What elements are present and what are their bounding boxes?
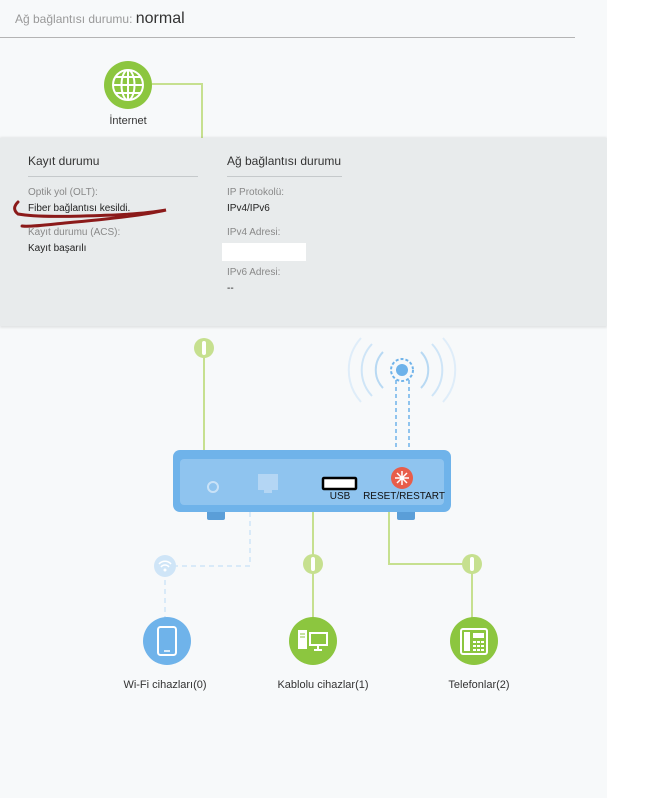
reset-restart-label: RESET/RESTART xyxy=(363,491,445,502)
phones-icon[interactable] xyxy=(450,617,498,665)
phones-label[interactable]: Telefonlar(2) xyxy=(448,679,510,691)
connection-status-value: normal xyxy=(135,10,185,27)
globe-icon xyxy=(112,69,144,101)
top-bar: Ağ bağlantısı durumu: normal İnternet xyxy=(0,0,607,138)
internet-label: İnternet xyxy=(109,115,147,127)
divider xyxy=(227,176,342,177)
desktop-icon xyxy=(298,630,328,651)
tablet-icon xyxy=(157,626,177,656)
olt-label: Optik yol (OLT): xyxy=(28,187,98,198)
ipv6-value: -- xyxy=(227,283,234,294)
info-panel: Kayıt durumu Optik yol (OLT): Fiber bağl… xyxy=(0,138,607,326)
acs-value: Kayıt başarılı xyxy=(28,243,87,254)
optical-port-connector xyxy=(194,338,214,454)
ipv6-label: IPv6 Adresi: xyxy=(227,267,281,278)
reset-restart-button[interactable] xyxy=(391,467,413,489)
wifi-devices-icon[interactable] xyxy=(143,617,191,665)
ipv4-label: IPv4 Adresi: xyxy=(227,227,281,238)
connection-status-label: Ağ bağlantısı durumu: xyxy=(15,12,133,26)
olt-value: Fiber bağlantısı kesildi. xyxy=(28,203,131,214)
telephone-icon xyxy=(460,628,488,655)
wifi-antenna xyxy=(347,337,457,451)
registration-title: Kayıt durumu xyxy=(28,154,100,168)
internet-connector xyxy=(152,83,203,138)
redacted-ipv4-value xyxy=(222,243,306,261)
usb-label: USB xyxy=(329,491,351,502)
ip-protocol-label: IP Protokolü: xyxy=(227,187,285,198)
network-status-title: Ağ bağlantısı durumu xyxy=(227,154,342,168)
wifi-devices-connector xyxy=(154,512,251,626)
usb-port[interactable] xyxy=(321,476,358,491)
divider xyxy=(0,37,575,38)
internet-globe-icon[interactable] xyxy=(104,61,152,109)
page: Ağ bağlantısı durumu: normal İnternet Ka… xyxy=(0,0,607,691)
network-diagram xyxy=(143,337,498,665)
router-body xyxy=(173,450,451,520)
divider xyxy=(28,176,198,177)
annotation-underline xyxy=(13,200,167,228)
wifi-devices-label[interactable]: Wi-Fi cihazları(0) xyxy=(123,679,207,691)
phone-connector xyxy=(388,512,482,626)
connection-status: Ağ bağlantısı durumu: normal xyxy=(15,10,185,28)
wired-devices-label[interactable]: Kablolu cihazlar(1) xyxy=(277,679,369,691)
ip-protocol-value: IPv4/IPv6 xyxy=(227,203,270,214)
wired-devices-connector xyxy=(303,512,323,626)
wired-devices-icon[interactable] xyxy=(289,617,337,665)
acs-label: Kayıt durumu (ACS): xyxy=(28,227,121,238)
